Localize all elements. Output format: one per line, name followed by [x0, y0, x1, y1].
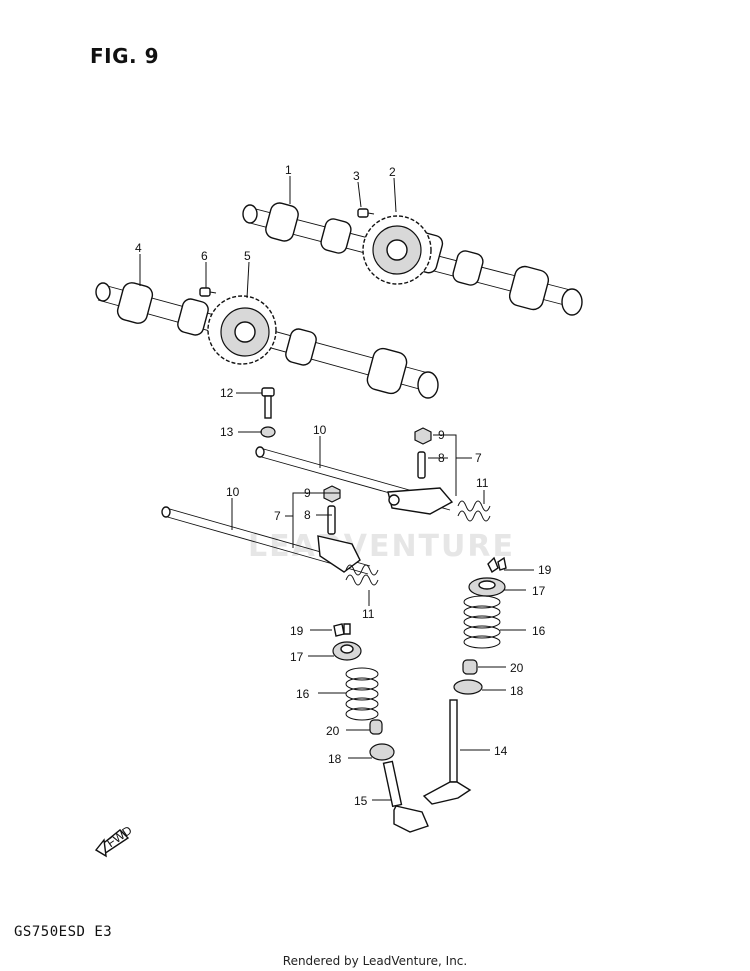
lock-nut-lower — [323, 485, 341, 503]
valve-stem-seal-left — [369, 719, 383, 735]
lock-nut-upper — [414, 427, 432, 445]
valve-cotters-left — [333, 623, 351, 637]
callout-14: 14 — [494, 744, 508, 758]
callout-18-right: 18 — [510, 684, 524, 698]
sprocket-bolt-6 — [199, 287, 217, 297]
callout-8-lower: 8 — [304, 508, 311, 522]
valve-cotters-right — [487, 556, 507, 574]
spring-retainer-left — [332, 641, 362, 661]
callout-4: 4 — [135, 241, 142, 255]
callout-15: 15 — [354, 794, 368, 808]
bolt-12 — [261, 387, 275, 419]
callout-19-right: 19 — [538, 563, 552, 577]
rocker-arm-upper — [387, 487, 454, 515]
callout-16-right: 16 — [532, 624, 546, 638]
exhaust-valve-15 — [382, 760, 429, 833]
model-code: GS750ESD E3 — [14, 924, 113, 940]
callout-13: 13 — [220, 425, 234, 439]
figure-title: FIG. 9 — [90, 44, 159, 68]
callout-19-left: 19 — [290, 624, 304, 638]
callout-9-upper: 9 — [438, 428, 445, 442]
callout-9-lower: 9 — [304, 486, 311, 500]
callout-11-upper: 11 — [476, 476, 489, 490]
cam-sprocket-2 — [362, 215, 432, 285]
callout-2: 2 — [389, 165, 396, 179]
spring-seat-right — [453, 679, 483, 695]
callout-7-upper: 7 — [475, 451, 482, 465]
callout-20-right: 20 — [510, 661, 524, 675]
callout-12: 12 — [220, 386, 234, 400]
callout-3: 3 — [353, 169, 360, 183]
render-credit: Rendered by LeadVenture, Inc. — [282, 954, 468, 968]
callout-6: 6 — [201, 249, 208, 263]
callout-5: 5 — [244, 249, 251, 263]
callout-10-lower: 10 — [226, 485, 240, 499]
callout-18-left: 18 — [328, 752, 342, 766]
fwd-arrow-icon: FWD — [94, 823, 135, 858]
callout-17-right: 17 — [532, 584, 546, 598]
valve-stem-seal-right — [462, 659, 478, 675]
spring-retainer-right — [468, 577, 506, 597]
sprocket-bolt-3 — [357, 208, 375, 218]
rocker-spring-lower — [345, 564, 379, 586]
fwd-label: FWD — [104, 823, 135, 850]
callout-8-upper: 8 — [438, 451, 445, 465]
valve-spring-left — [345, 667, 379, 721]
callout-16-left: 16 — [296, 687, 310, 701]
intake-valve-14 — [422, 699, 472, 805]
callout-17-left: 17 — [290, 650, 304, 664]
valve-spring-right — [463, 595, 501, 649]
leader-lines — [139, 176, 534, 801]
adjuster-screw-lower — [327, 505, 336, 535]
callout-20-left: 20 — [326, 724, 340, 738]
watermark-text: LEADVENTURE — [248, 529, 515, 564]
spring-seat-left — [369, 743, 395, 761]
callout-labels: 1 2 3 4 5 6 12 13 10 9 8 7 11 10 9 8 7 1… — [135, 163, 552, 808]
camshaft-upper — [242, 202, 583, 316]
callout-10-upper: 10 — [313, 423, 327, 437]
rocker-spring-upper — [457, 500, 491, 522]
callout-1: 1 — [285, 163, 292, 177]
callout-11-lower: 11 — [362, 607, 375, 621]
cam-sprocket-5 — [207, 295, 277, 365]
callout-7-lower: 7 — [274, 509, 281, 523]
adjuster-screw-upper — [417, 451, 426, 479]
washer-13 — [260, 426, 276, 438]
